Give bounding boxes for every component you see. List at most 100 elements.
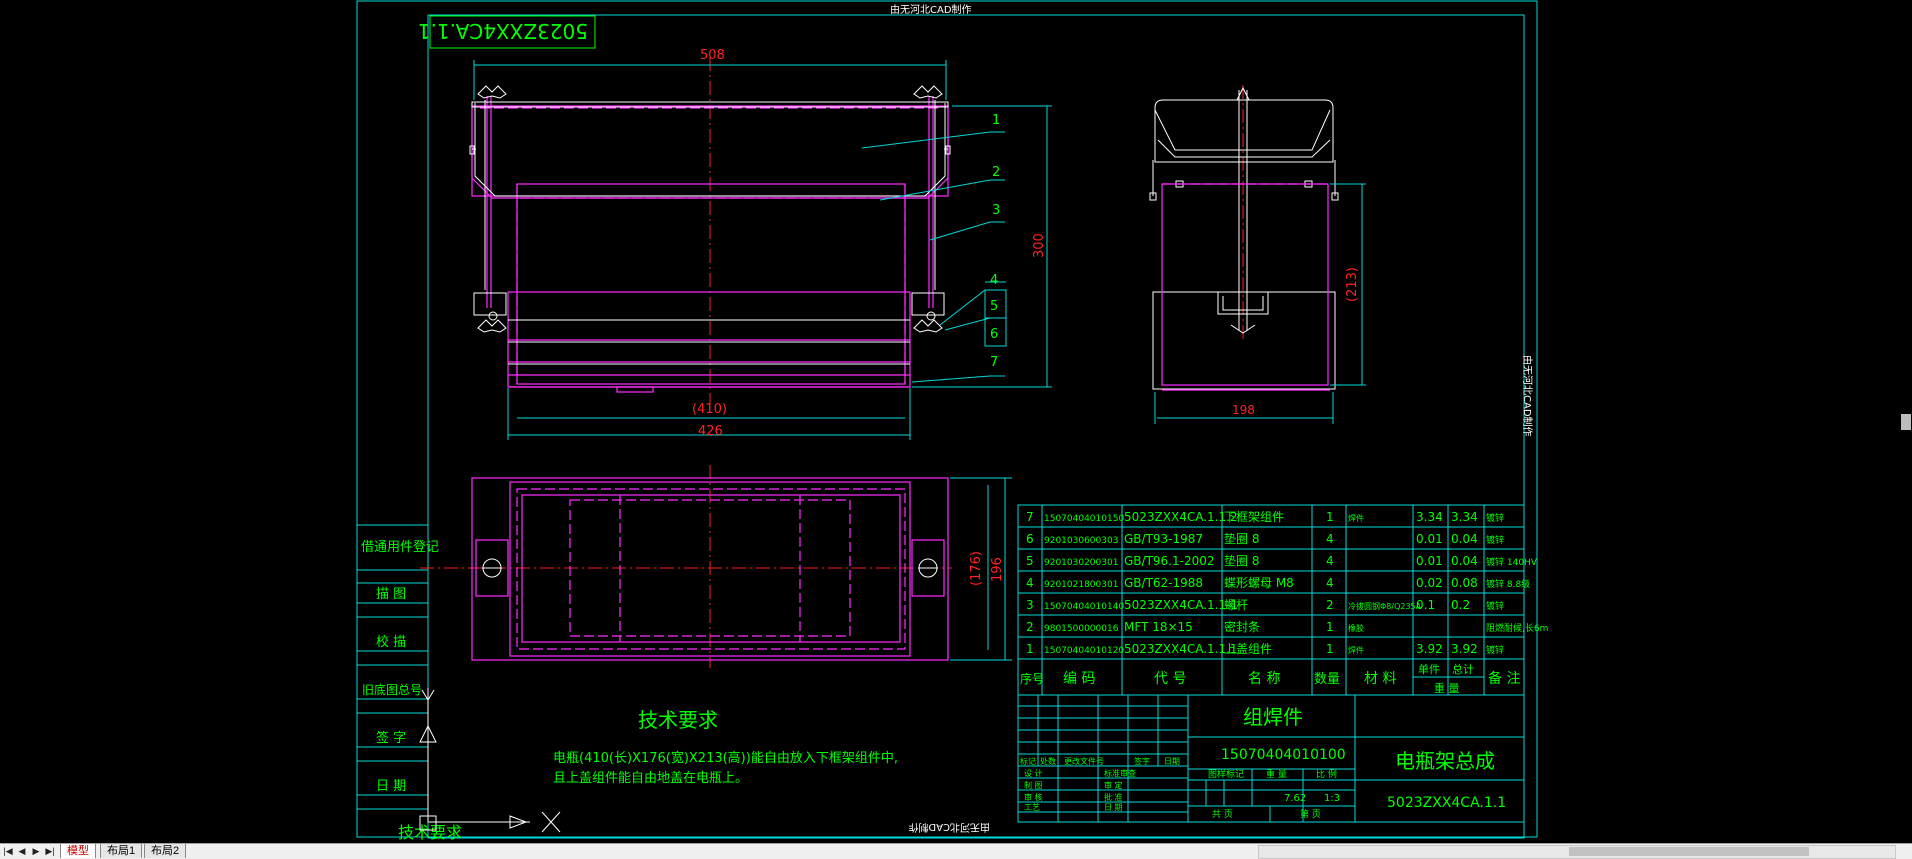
bom-cell-code: 15070404010140 [1044, 602, 1124, 612]
tb-label-marks: 标记 [1020, 756, 1036, 766]
reg-trace: 描 图 [376, 587, 406, 602]
tb-type: 组焊件 [1243, 705, 1303, 729]
bom-cell-qty: 4 [1326, 576, 1334, 590]
bom-cell-total: 0.04 [1451, 554, 1478, 568]
bom-cell-no: 5 [1026, 554, 1034, 568]
bom-h-no: 序号 [1020, 671, 1044, 686]
bom-cell-note: 镀锌 [1486, 534, 1504, 546]
bom-cell-qty: 4 [1326, 532, 1334, 546]
bom-cell-note: 镀锌 8.8级 [1486, 578, 1530, 590]
notes-line-1: 电瓶(410(长)X176(宽)X213(高))能自由放入下框架组件中, [553, 750, 898, 766]
bom-cell-note: 镀锌 [1486, 512, 1504, 524]
bom-cell-qty: 1 [1326, 642, 1334, 656]
tb-label-check: 审 核 [1024, 792, 1043, 802]
tb-label-stage: 图样标记 [1208, 768, 1244, 780]
layout-tab-bar: |◀ ◀ ▶ ▶| 模型 布局1 布局2 [0, 843, 1912, 859]
bom-cell-code: 9201030600303 [1044, 536, 1118, 546]
bom-cell-code: 9201021800301 [1044, 580, 1118, 590]
tb-label-date: 日期 [1164, 757, 1180, 766]
bom-cell-total: 3.34 [1451, 510, 1478, 524]
last-tab-icon[interactable]: ▶| [45, 846, 55, 856]
bom-cell-unit: 0.01 [1416, 554, 1443, 568]
bom-cell-qty: 1 [1326, 510, 1334, 524]
prev-tab-icon[interactable]: ◀ [18, 846, 26, 856]
bom-cell-code: 9801500000016 [1044, 624, 1119, 634]
notes-line-2: 且上盖组件能自由地盖在电瓶上。 [553, 771, 748, 786]
tb-label-scale: 比 例 [1316, 768, 1337, 780]
bom-cell-no: 7 [1026, 510, 1034, 524]
bom-cell-total: 3.92 [1451, 642, 1478, 656]
bom-cell-note: 阻燃耐候,长6m [1486, 622, 1548, 634]
bom-h-weight: 重 量 [1434, 681, 1460, 695]
bom-cell-unit: 3.34 [1416, 510, 1443, 524]
bom-cell-ref: MFT 18×15 [1124, 620, 1193, 634]
bom-cell-unit: 0.02 [1416, 576, 1443, 590]
reg-date: 日 期 [376, 779, 406, 794]
bom-cell-name: 螺杆 [1224, 598, 1248, 612]
bom-cell-note: 镀锌 [1486, 600, 1504, 612]
tb-weight: 7.62 [1284, 793, 1306, 804]
tb-code: 15070404010100 [1221, 747, 1346, 763]
bom-h-mat: 材 料 [1364, 671, 1396, 687]
bom-cell-ref: 5023ZXX4CA.1.1.1 [1124, 642, 1238, 656]
drawing-frame [356, 0, 1538, 839]
bom-cell-unit: 0.01 [1416, 532, 1443, 546]
tab-layout1[interactable]: 布局1 [100, 844, 143, 858]
bom-cell-code: 9201030200301 [1044, 558, 1118, 568]
bom-h-code: 编 码 [1063, 671, 1095, 687]
bom-table [1017, 504, 1525, 696]
bom-cell-qty: 4 [1326, 554, 1334, 568]
bom-cell-mat: 橡胶 [1348, 623, 1364, 633]
bom-cell-mat: 焊件 [1348, 645, 1364, 655]
reg-old-no: 旧底图总号 [362, 682, 422, 697]
tb-label-review: 审 定 [1104, 780, 1123, 790]
next-tab-icon[interactable]: ▶ [32, 846, 40, 856]
bom-cell-mat: 焊件 [1348, 513, 1364, 523]
bom-h-note: 备 注 [1488, 670, 1520, 687]
bom-cell-code: 15070404010150 [1044, 514, 1124, 524]
bom-cell-ref: GB/T96.1-2002 [1124, 554, 1215, 568]
bom-h-total: 总计 [1452, 662, 1474, 676]
bom-cell-code: 15070404010120 [1044, 646, 1124, 656]
dim-198: 198 [1232, 403, 1255, 417]
watermark-top: 由无河北CAD制作 [890, 3, 972, 16]
reg-check: 校 描 [376, 634, 406, 650]
registration-column: 借通用件登记 描 图 校 描 旧底图总号 签 字 日 期 [361, 540, 439, 794]
tb-label-weight: 重 量 [1266, 768, 1287, 780]
balloon-6: 6 [990, 327, 998, 342]
bom-cell-total: 0.08 [1451, 576, 1478, 590]
tb-label-design: 设 计 [1024, 768, 1043, 778]
vertical-scrollbar[interactable] [1900, 0, 1912, 843]
tb-label-sign: 签字 [1134, 756, 1150, 766]
title-block: 组焊件 15070404010100 电瓶架总成 5023ZXX4CA.1.1 … [1017, 694, 1525, 823]
tb-label-draw: 制 图 [1024, 780, 1043, 790]
bom-cell-name: 下框架组件 [1224, 510, 1284, 524]
bom-cell-ref: GB/T93-1987 [1124, 532, 1203, 546]
dim-300: 300 [1032, 233, 1047, 258]
horizontal-scrollbar[interactable] [1258, 845, 1896, 859]
bom-cell-no: 3 [1026, 598, 1034, 612]
tb-label-std: 标准审查 [1104, 768, 1136, 778]
title-stamp: 5023ZXX4CA.1.1 [418, 15, 596, 49]
tab-model[interactable]: 模型 [60, 844, 96, 858]
technical-notes: 技术要求 电瓶(410(长)X176(宽)X213(高))能自由放入下框架组件中… [398, 708, 898, 842]
bom-cell-note: 镀锌 140HV [1486, 556, 1538, 568]
side-view: 198 (213) [1149, 85, 1366, 424]
reg-borrow: 借通用件登记 [361, 540, 439, 555]
bom-h-name: 名 称 [1248, 671, 1280, 687]
vertical-scroll-thumb[interactable] [1901, 414, 1911, 430]
front-view: 508 (410) 426 300 1 2 3 4 5 6 7 [469, 48, 1052, 440]
tb-label-count: 处数 [1040, 756, 1056, 766]
balloon-5: 5 [990, 299, 998, 314]
watermark-right: 由无河北CAD制作 [1521, 355, 1534, 437]
first-tab-icon[interactable]: |◀ [3, 846, 13, 856]
bom-cell-name: 垫圈 8 [1224, 553, 1259, 568]
tab-layout2[interactable]: 布局2 [144, 844, 187, 858]
bom-cell-note: 镀锌 [1486, 644, 1504, 656]
horizontal-scroll-thumb[interactable] [1569, 847, 1809, 856]
dim-426: 426 [698, 424, 723, 439]
tb-scale: 1:3 [1324, 793, 1340, 804]
plan-view: (176) 196 [420, 465, 1012, 668]
